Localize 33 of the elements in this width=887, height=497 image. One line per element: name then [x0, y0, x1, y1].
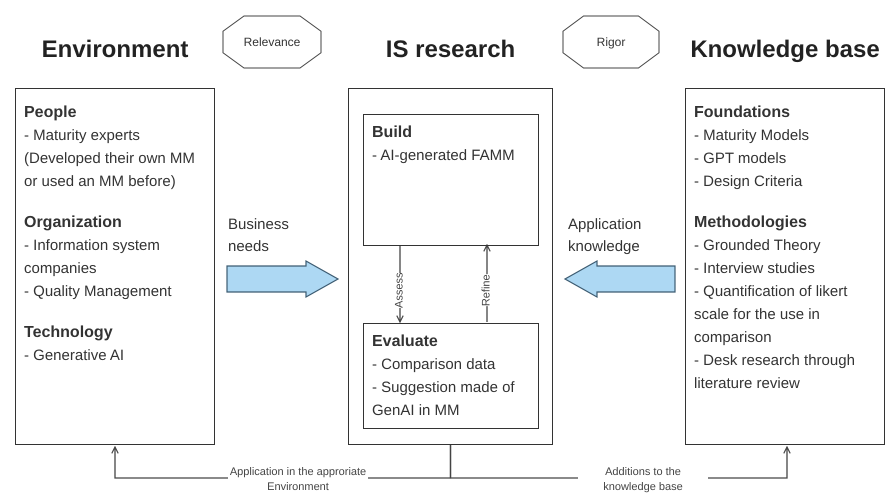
block-arrow	[226, 260, 340, 298]
list-item: - Generative AI	[24, 346, 126, 366]
octagon	[562, 15, 660, 69]
panel-title: Environment	[42, 35, 188, 65]
list-item: - Grounded Theory	[694, 236, 822, 256]
octagon	[222, 15, 322, 69]
list-item: - Quantification of likert scale for the use in comparison	[694, 282, 848, 348]
list-item: - Quality Management	[24, 282, 173, 302]
list-item: - Maturity Models	[694, 126, 810, 146]
section-heading: Foundations	[694, 103, 791, 123]
section-heading: Organization	[24, 213, 123, 233]
list-item: - AI-generated FAMM	[372, 146, 516, 166]
octagon-label: Relevance	[244, 34, 300, 51]
section-heading: Methodologies	[694, 213, 808, 233]
section-heading: Technology	[24, 323, 114, 343]
panel-title: IS research	[386, 35, 516, 65]
section-heading: Build	[372, 123, 413, 143]
block-arrow	[564, 260, 676, 298]
list-item: - Suggestion made of GenAI in MM	[372, 378, 516, 421]
list-item: - GPT models	[694, 149, 788, 169]
edge-label: Additions to the knowledge base	[578, 465, 708, 495]
list-item: - Information system companies	[24, 236, 161, 279]
list-item: - Design Criteria	[694, 172, 804, 192]
section-heading: Evaluate	[372, 332, 439, 352]
panel-title: Knowledge base	[690, 35, 880, 65]
section-heading: People	[24, 103, 78, 123]
octagon-label: Rigor	[596, 34, 626, 51]
process-box	[363, 114, 539, 246]
list-item: - Maturity experts (Developed their own MM or used an MM before)	[24, 126, 196, 192]
list-item: - Interview studies	[694, 259, 816, 279]
list-item: - Desk research through literature review	[694, 351, 856, 394]
process-box	[363, 323, 539, 429]
list-item: - Comparison data	[372, 355, 496, 375]
